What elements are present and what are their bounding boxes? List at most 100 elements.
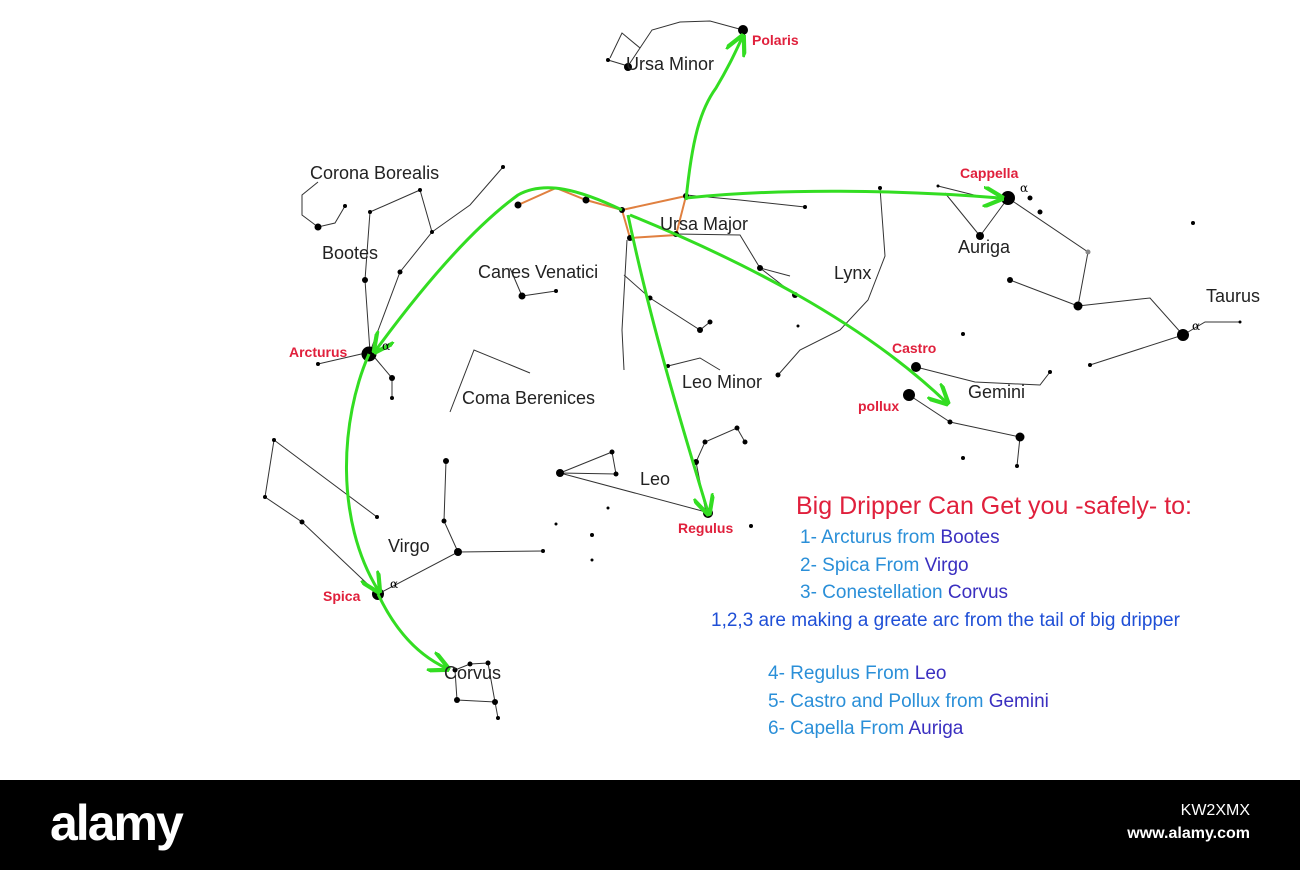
legend-item-1-text: 1- Arcturus from [800, 527, 941, 548]
star [613, 471, 619, 477]
star [961, 332, 965, 336]
legend-item-2-target: Virgo [924, 554, 969, 576]
star [1007, 277, 1013, 283]
bootes-lower [317, 351, 371, 365]
alpha-spica: α [390, 577, 398, 591]
star [796, 324, 800, 328]
label-canes-venatici: Canes Venatici [478, 262, 598, 282]
star [454, 697, 460, 703]
label-taurus: Taurus [1206, 286, 1260, 306]
star [554, 289, 558, 293]
star-pollux [903, 389, 915, 401]
arrow-to-regulus [626, 214, 708, 512]
star [467, 661, 473, 667]
label-leo-minor: Leo Minor [682, 372, 762, 392]
legend-item-6-target: Auriga [908, 718, 964, 739]
ursa-major-legs-3 [675, 233, 796, 296]
star [1088, 363, 1092, 367]
watermark-url: www.alamy.com [1127, 825, 1250, 842]
legend-item-2: 2- Spica From Virgo [800, 552, 1295, 580]
star [702, 439, 708, 445]
legend: Big Dripper Can Get you -safely- to: 1- … [700, 488, 1295, 743]
star-map: α α α α Ursa Minor Corona Borealis Boote… [263, 20, 1260, 720]
taurus-lines-2 [1182, 321, 1240, 336]
label-virgo: Virgo [388, 536, 430, 556]
arrow-arc-to-corvus [376, 593, 446, 668]
legend-item-3-target: Corvus [947, 582, 1009, 603]
star [961, 456, 965, 460]
alpha-markers: α α α α [382, 181, 1200, 591]
star [514, 201, 522, 209]
star [316, 362, 320, 366]
star [936, 184, 940, 188]
ursa-minor-tail [639, 20, 744, 49]
star [590, 533, 594, 537]
label-lynx: Lynx [834, 263, 871, 283]
star [582, 196, 590, 204]
legend-item-5: 5- Castro and Pollux from Gemini [768, 688, 1295, 716]
star [1238, 320, 1242, 324]
label-corona-borealis: Corona Borealis [310, 163, 439, 183]
gemini-lines [915, 366, 1051, 386]
star [707, 319, 713, 325]
label-corvus: Corvus [444, 663, 501, 683]
constellation-labels: Ursa Minor Corona Borealis Bootes Canes … [310, 54, 1260, 683]
star [418, 188, 422, 192]
canes-venatici-lines-2 [509, 267, 523, 297]
star [1015, 464, 1019, 468]
label-bootes: Bootes [322, 243, 378, 263]
legend-arc-note: 1,2,3 are making a greate arc from the t… [711, 609, 1180, 631]
legend-item-2-text: 2- Spica From [800, 554, 925, 576]
legend-item-6-text: 6- Capella From [768, 718, 909, 739]
legend-item-1-target: Bootes [940, 527, 1000, 548]
alpha-taurus: α [1192, 319, 1200, 333]
label-pollux: pollux [858, 398, 899, 414]
auriga-lines-2 [979, 197, 1089, 307]
star-castro [911, 362, 921, 372]
legend-item-4: 4- Regulus From Leo [768, 660, 1295, 688]
label-auriga: Auriga [958, 237, 1011, 257]
star [606, 506, 610, 510]
star [697, 327, 703, 333]
arrow-to-cappella [685, 191, 1000, 198]
label-regulus: Regulus [678, 520, 733, 536]
star-cappella [1001, 191, 1015, 205]
star [556, 469, 564, 477]
star [1085, 249, 1091, 255]
star [390, 396, 394, 400]
virgo-lines-3 [264, 439, 379, 595]
star [496, 716, 500, 720]
star [624, 63, 632, 71]
legend-item-5-text: 5- Castro and Pollux from [768, 690, 989, 712]
label-gemini: Gemini [968, 382, 1025, 402]
legend-item-4-text: 4- Regulus From [768, 663, 915, 684]
star [1015, 432, 1025, 442]
legend-item-4-target: Leo [914, 663, 947, 684]
star [389, 375, 395, 381]
leo-minor-lines [667, 357, 721, 371]
star [501, 165, 505, 169]
label-cappella: Cappella [960, 165, 1019, 181]
auriga-lines-3 [944, 192, 981, 237]
legend-item-5-target: Gemini [988, 690, 1049, 712]
star [606, 58, 610, 62]
label-ursa-minor: Ursa Minor [626, 54, 714, 74]
bootes-arm [431, 166, 504, 233]
canes-venatici-lines [521, 290, 557, 297]
star [1027, 195, 1033, 201]
ursa-major-head [759, 267, 791, 277]
arrow-to-polaris [684, 38, 742, 201]
legend-item-1: 1- Arcturus from Bootes [800, 524, 1295, 552]
star [947, 419, 953, 425]
arrow-arc-to-spica [345, 353, 378, 590]
star [878, 186, 882, 190]
gemini-lines-2 [908, 394, 1021, 467]
ursa-major-legs-2 [623, 274, 711, 331]
star [1177, 329, 1189, 341]
label-leo: Leo [640, 469, 670, 489]
star [492, 699, 498, 705]
legend-title: Big Dripper Can Get you -safely- to: [796, 492, 1192, 520]
label-spica: Spica [323, 588, 361, 604]
star [314, 223, 322, 231]
star [749, 524, 753, 528]
